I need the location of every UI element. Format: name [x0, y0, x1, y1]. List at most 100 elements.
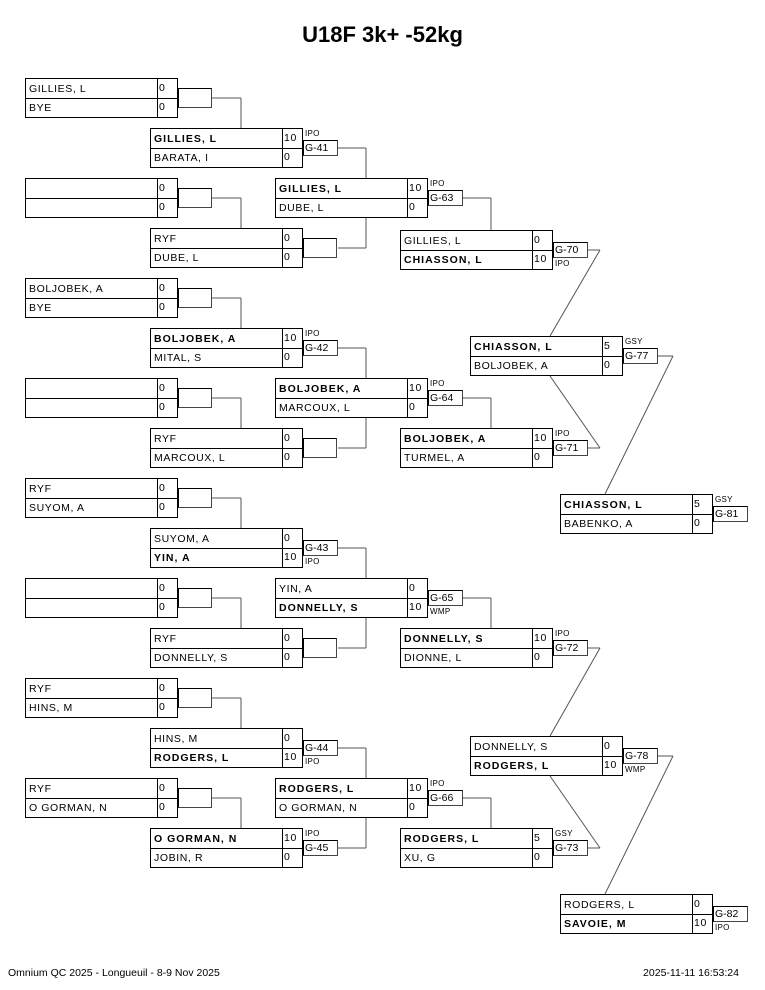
game-number[interactable]: G-72: [553, 640, 588, 656]
game-number[interactable]: G-82: [713, 906, 748, 922]
game-number[interactable]: G-81: [713, 506, 748, 522]
game-number[interactable]: G-77: [623, 348, 658, 364]
game-number[interactable]: G-63: [428, 190, 463, 206]
game-number[interactable]: G-43: [303, 540, 338, 556]
game-number[interactable]: G-65: [428, 590, 463, 606]
game-number[interactable]: G-41: [303, 140, 338, 156]
game-number[interactable]: G-70: [553, 242, 588, 258]
competitor-row[interactable]: 0: [26, 598, 177, 618]
competitor-row[interactable]: 0: [26, 579, 177, 599]
competitor-row[interactable]: 0: [26, 179, 177, 199]
competitor-row[interactable]: 0: [26, 398, 177, 418]
competitor-row[interactable]: 0: [26, 198, 177, 218]
competitor-row[interactable]: 0: [26, 379, 177, 399]
game-number[interactable]: G-73: [553, 840, 588, 856]
game-number[interactable]: G-42: [303, 340, 338, 356]
game-number[interactable]: G-44: [303, 740, 338, 756]
game-number[interactable]: G-66: [428, 790, 463, 806]
game-number[interactable]: G-71: [553, 440, 588, 456]
game-number[interactable]: G-78: [623, 748, 658, 764]
game-number[interactable]: G-64: [428, 390, 463, 406]
